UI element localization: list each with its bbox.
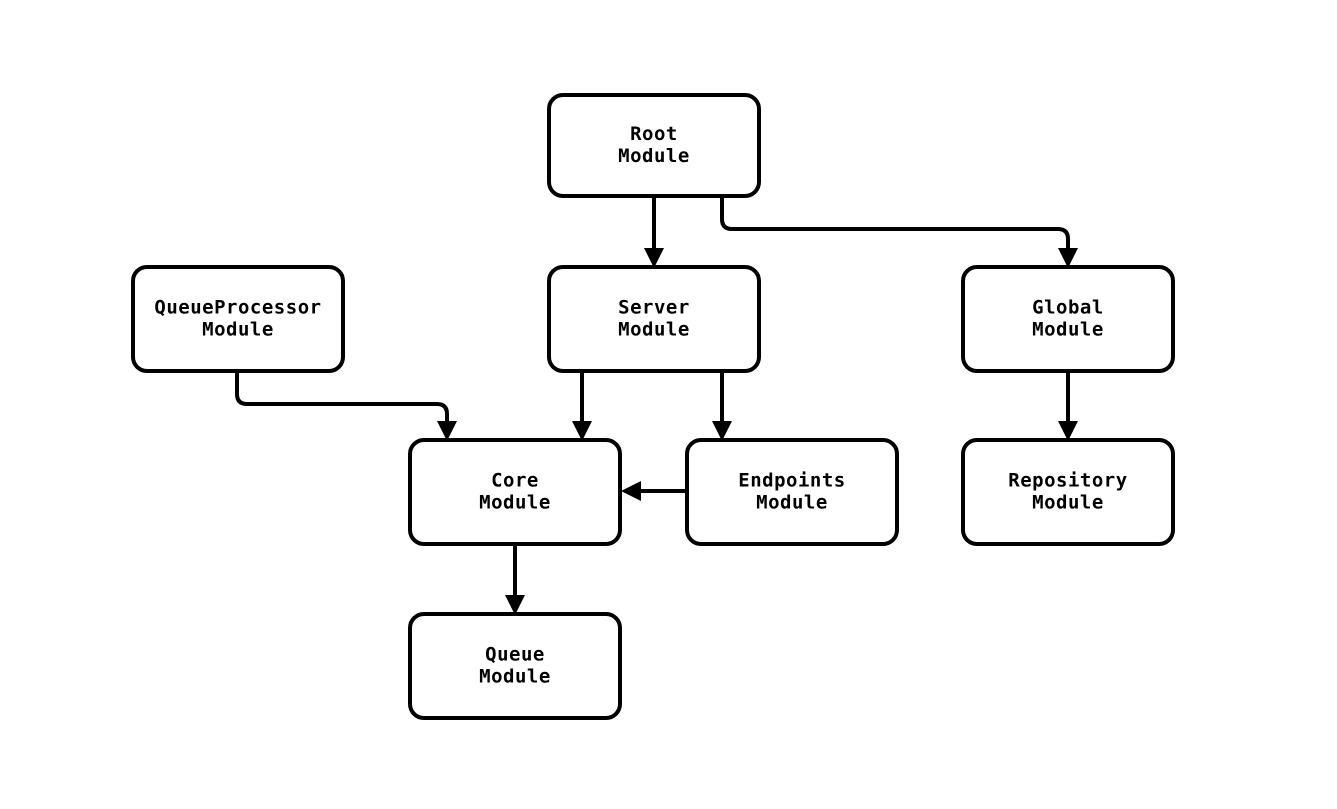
node-box[interactable] <box>408 612 622 720</box>
node-box[interactable] <box>547 93 761 198</box>
node-label-line2: Module <box>618 145 690 167</box>
node-box[interactable] <box>547 265 761 373</box>
arrow-head-icon <box>621 481 641 501</box>
node-label-line1: QueueProcessor <box>154 297 321 319</box>
arrow-head-icon <box>1058 421 1078 441</box>
node-label-line1: Server <box>618 297 690 319</box>
edge-core-to-queue <box>505 544 525 615</box>
arrow-head-icon <box>437 421 457 441</box>
node-label-line2: Module <box>756 492 828 514</box>
node-label-line2: Module <box>1032 492 1104 514</box>
arrow-head-icon <box>712 421 732 441</box>
edge-server-to-endpoints <box>712 371 732 441</box>
node-box[interactable] <box>685 438 899 546</box>
node-label-line1: Core <box>491 470 539 492</box>
node-box[interactable] <box>961 265 1175 373</box>
node-box[interactable] <box>961 438 1175 546</box>
node-label-line2: Module <box>479 666 551 688</box>
edge-server-to-core <box>572 371 592 441</box>
edge-line <box>235 371 449 431</box>
arrow-head-icon <box>1058 248 1078 268</box>
node-label-line2: Module <box>1032 319 1104 341</box>
edge-root-to-server <box>644 196 664 268</box>
arrow-head-icon <box>572 421 592 441</box>
edge-root-to-global <box>720 196 1078 268</box>
edge-line <box>720 196 1070 258</box>
edge-endpoints-to-core <box>621 481 687 501</box>
node-label-line1: Root <box>630 123 678 145</box>
node-label-line1: Endpoints <box>738 470 845 492</box>
node-label-line1: Global <box>1032 297 1104 319</box>
node-label-line2: Module <box>618 319 690 341</box>
node-label-line1: Queue <box>485 644 545 666</box>
node-box[interactable] <box>408 438 622 546</box>
nodes-layer: RootModuleQueueProcessorModuleServerModu… <box>131 93 1175 720</box>
node-label-line1: Repository <box>1008 470 1127 492</box>
edge-global-to-repository <box>1058 371 1078 441</box>
arrow-head-icon <box>505 595 525 615</box>
node-box[interactable] <box>131 265 345 373</box>
node-label-line2: Module <box>479 492 551 514</box>
arrow-head-icon <box>644 248 664 268</box>
edges-layer <box>235 196 1078 615</box>
edge-queueprocessor-to-core <box>235 371 457 441</box>
node-label-line2: Module <box>202 319 274 341</box>
